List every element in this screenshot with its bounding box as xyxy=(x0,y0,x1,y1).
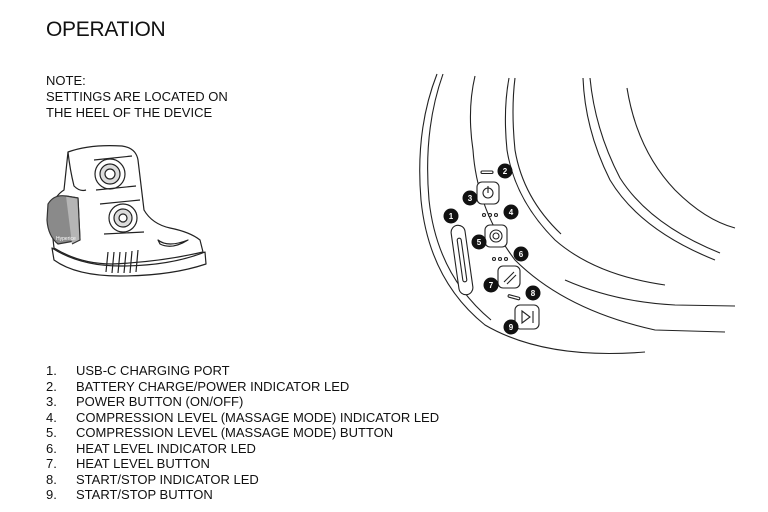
boot-logo: Hyperice xyxy=(56,236,76,242)
legend-text: COMPRESSION LEVEL (MASSAGE MODE) INDICAT… xyxy=(76,409,440,425)
note-line: SETTINGS ARE LOCATED ON xyxy=(46,89,228,104)
legend-text: BATTERY CHARGE/POWER INDICATOR LED xyxy=(76,378,350,394)
legend-number: 5. xyxy=(46,425,57,440)
legend-number: 6. xyxy=(46,440,57,456)
legend-text: HEAT LEVEL BUTTON xyxy=(76,456,210,471)
legend-item: 5. COMPRESSION LEVEL (MASSAGE MODE) BUTTO… xyxy=(46,425,439,441)
legend-text: POWER BUTTON (ON/OFF) xyxy=(76,394,244,409)
callout-2: 2 xyxy=(503,167,508,176)
legend-number: 3. xyxy=(46,394,57,409)
legend-text: USB-C CHARGING PORT xyxy=(76,363,230,378)
legend-number: 9. xyxy=(46,487,57,502)
callout-8: 8 xyxy=(531,289,536,298)
legend-text: COMPRESSION LEVEL (MASSAGE MODE) BUTTON xyxy=(76,425,394,440)
legend-item: 3. POWER BUTTON (ON/OFF) xyxy=(46,394,439,410)
legend-number: 7. xyxy=(46,456,57,471)
boot-illustration: Hyperice xyxy=(46,145,207,277)
callout-9: 9 xyxy=(509,323,514,332)
legend-item: 1. USB-C CHARGING PORT xyxy=(46,363,439,379)
callout-7: 7 xyxy=(489,281,494,290)
callout-1: 1 xyxy=(449,212,454,221)
legend-text: START/STOP INDICATOR LED xyxy=(76,471,259,487)
legend-item: 4. COMPRESSION LEVEL (MASSAGE MODE) INDIC… xyxy=(46,410,439,426)
heel-controls-diagram: 1 2 3 4 5 6 7 8 9 xyxy=(419,73,736,354)
legend-number: 1. xyxy=(46,363,57,378)
callout-5: 5 xyxy=(477,238,482,247)
note-line: THE HEEL OF THE DEVICE xyxy=(46,105,213,120)
callout-4: 4 xyxy=(509,208,514,217)
page-title: OPERATION xyxy=(46,18,166,41)
legend-item: 7. HEAT LEVEL BUTTON xyxy=(46,456,439,472)
legend-number: 4. xyxy=(46,409,57,425)
legend-text: START/STOP BUTTON xyxy=(76,487,213,502)
callout-badges xyxy=(443,163,541,335)
legend-number: 8. xyxy=(46,471,57,487)
legend-list: 1. USB-C CHARGING PORT 2. BATTERY CHARGE/P… xyxy=(46,363,439,503)
legend-item: 2. BATTERY CHARGE/POWER INDICATOR LED xyxy=(46,379,439,395)
legend-item: 8. START/STOP INDICATOR LED xyxy=(46,472,439,488)
legend-item: 9. START/STOP BUTTON xyxy=(46,487,439,503)
note-block: NOTE: SETTINGS ARE LOCATED ON THE HEEL O… xyxy=(46,73,228,121)
note-line: NOTE: xyxy=(46,73,86,88)
callout-6: 6 xyxy=(519,250,524,259)
legend-number: 2. xyxy=(46,378,57,394)
legend-item: 6. HEAT LEVEL INDICATOR LED xyxy=(46,441,439,457)
legend-text: HEAT LEVEL INDICATOR LED xyxy=(76,440,256,456)
callout-3: 3 xyxy=(468,194,473,203)
